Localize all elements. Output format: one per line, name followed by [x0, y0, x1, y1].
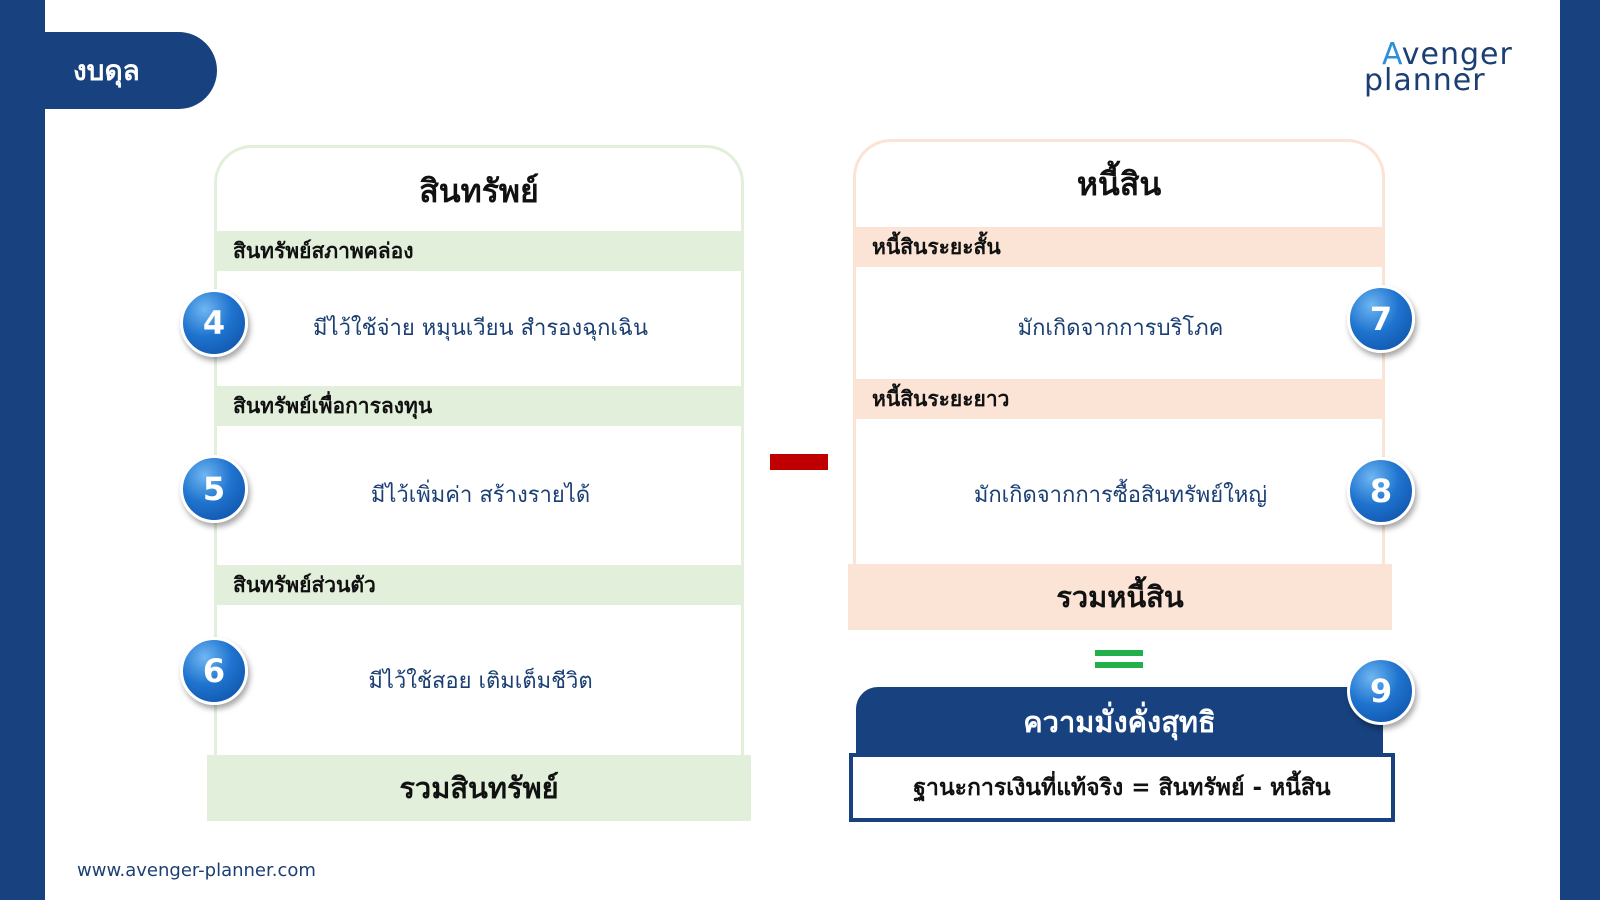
assets-section-investment-heading: สินทรัพย์เพื่อการลงทุน — [217, 386, 744, 426]
logo-word-1: venger — [1401, 37, 1513, 72]
total-liabilities-box: รวมหนี้สิน — [848, 564, 1392, 630]
logo-word-2: planner — [1364, 63, 1486, 98]
number-badge-7: 7 — [1347, 285, 1415, 353]
assets-section-personal-description: มีไว้ใช้สอย เติมเต็มชีวิต — [368, 669, 593, 694]
minus-sign — [770, 454, 828, 470]
number-badge-9: 9 — [1347, 657, 1415, 725]
number-badge-4: 4 — [180, 289, 248, 357]
number-badge-5: 5 — [180, 455, 248, 523]
liabilities-section-short-term-heading: หนี้สินระยะสั้น — [856, 227, 1385, 267]
logo-line-1: Avenger — [1382, 38, 1513, 72]
liabilities-section-long-term-heading: หนี้สินระยะยาว — [856, 379, 1385, 419]
net-worth-header: ความมั่งคั่งสุทธิ — [856, 687, 1383, 757]
assets-section-investment-description: มีไว้เพิ่มค่า สร้างรายได้ — [370, 483, 591, 508]
number-badge-6: 6 — [180, 637, 248, 705]
liabilities-title: หนี้สิน — [1076, 165, 1162, 203]
logo-accent-letter: A — [1382, 37, 1402, 72]
net-worth-formula: ฐานะการเงินที่แท้จริง = สินทรัพย์ - หนี้… — [913, 774, 1331, 801]
number-badge-8: 8 — [1347, 457, 1415, 525]
equals-sign-bottom-bar — [1095, 662, 1143, 668]
footer-website-link[interactable]: www.avenger-planner.com — [77, 860, 316, 881]
page-title: งบดุล — [73, 53, 140, 87]
assets-section-liquid-description: มีไว้ใช้จ่าย หมุนเวียน สำรองฉุกเฉิน — [313, 316, 648, 341]
liabilities-section-short-term-description: มักเกิดจากการบริโภค — [1017, 316, 1224, 341]
liabilities-section-long-term-description: มักเกิดจากการซื้อสินทรัพย์ใหญ่ — [973, 483, 1268, 508]
assets-section-liquid-heading: สินทรัพย์สภาพคล่อง — [217, 231, 744, 271]
total-assets-box: รวมสินทรัพย์ — [207, 755, 751, 821]
net-worth-title: ความมั่งคั่งสุทธิ — [1023, 705, 1216, 739]
assets-title: สินทรัพย์ — [419, 172, 539, 210]
liabilities-column: หนี้สิน — [853, 139, 1385, 564]
left-border-bar — [0, 0, 45, 900]
total-liabilities-label: รวมหนี้สิน — [1056, 580, 1184, 614]
avenger-planner-logo: Avenger planner — [1360, 38, 1520, 102]
total-assets-label: รวมสินทรัพย์ — [399, 771, 559, 805]
right-border-bar — [1560, 0, 1600, 900]
assets-section-personal-heading: สินทรัพย์ส่วนตัว — [217, 565, 744, 605]
equals-sign-top-bar — [1095, 650, 1143, 656]
page-title-tab: งบดุล — [45, 32, 217, 109]
net-worth-formula-box: ฐานะการเงินที่แท้จริง = สินทรัพย์ - หนี้… — [849, 753, 1395, 822]
